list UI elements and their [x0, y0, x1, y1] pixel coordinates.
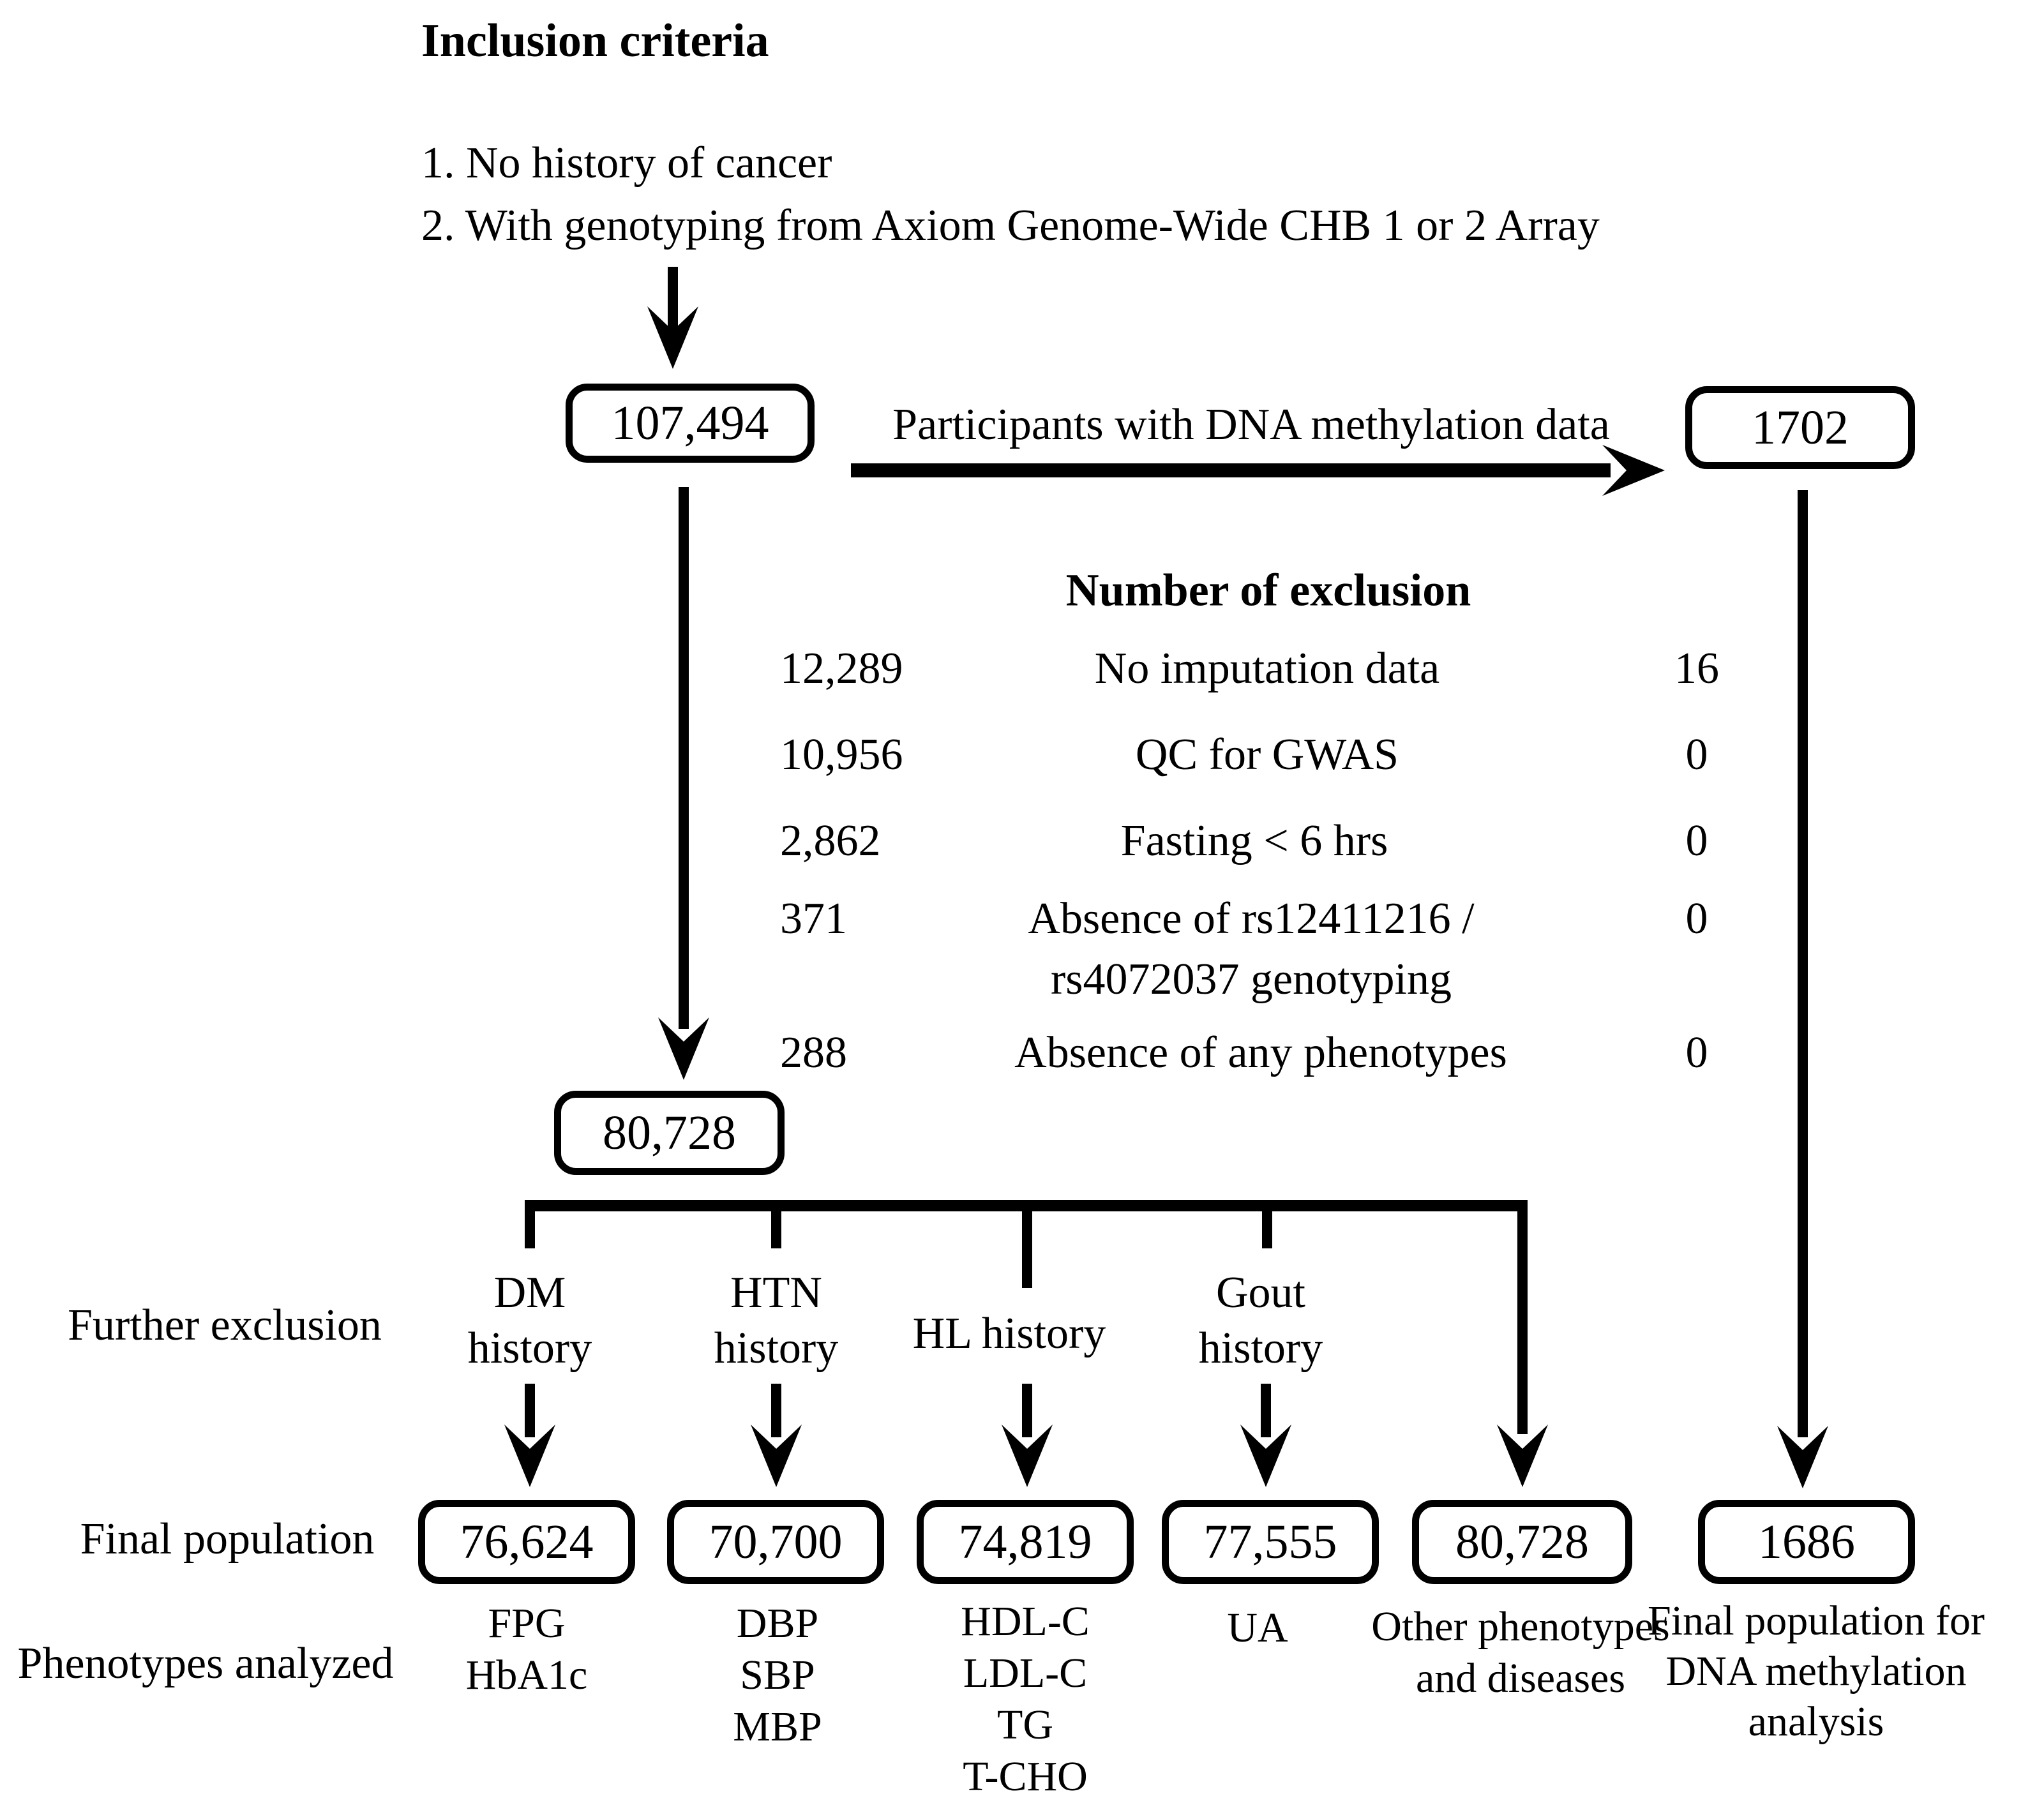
- methylation-down-line: [1798, 490, 1808, 1437]
- exclusion-main-count-2: 10,956: [780, 730, 903, 779]
- branch-stub-htn: [771, 1211, 781, 1248]
- after-exclusion-box: 80,728: [554, 1091, 785, 1175]
- phenotype-hl-4: T-CHO: [963, 1753, 1088, 1800]
- phenotype-list-hl: HDL-C LDL-C TG T-CHO: [961, 1596, 1090, 1802]
- branch-label-dm: DM history: [468, 1265, 592, 1376]
- final-box-methylation: 1686: [1698, 1500, 1915, 1584]
- phenotypes-analyzed-label: Phenotypes analyzed: [17, 1639, 394, 1688]
- branch-label-htn-line1: HTN: [730, 1268, 822, 1317]
- arrow-hl-shaft: [1022, 1384, 1032, 1437]
- exclusion-methylation-count-2: 0: [1685, 730, 1708, 779]
- branch-stub-gout: [1262, 1211, 1272, 1248]
- methylation-final-line2: DNA methylation: [1665, 1648, 1967, 1695]
- phenotype-dm-2: HbA1c: [465, 1652, 588, 1698]
- branch-label-hl: HL history: [912, 1309, 1106, 1358]
- final-box-gout: 77,555: [1162, 1500, 1379, 1584]
- phenotype-list-dm: FPG HbA1c: [466, 1597, 588, 1701]
- final-population-label: Final population: [80, 1515, 375, 1564]
- phenotype-htn-2: SBP: [740, 1652, 815, 1698]
- exclusion-reason-1: No imputation data: [1094, 644, 1440, 693]
- branch-label-dm-line2: history: [467, 1324, 592, 1373]
- arrow-htn-shaft: [771, 1384, 781, 1437]
- inclusion-down-arrow-shaft: [668, 267, 678, 331]
- phenotype-list-other: Other phenotypes and diseases: [1371, 1601, 1669, 1704]
- exclusion-main-count-4: 371: [780, 894, 847, 943]
- arrow-gout-shaft: [1261, 1384, 1271, 1437]
- phenotype-htn-3: MBP: [733, 1703, 822, 1750]
- further-exclusion-label: Further exclusion: [68, 1301, 382, 1350]
- branch-other-arrow-head: [1497, 1425, 1548, 1487]
- methylation-arrow-label: Participants with DNA methylation data: [892, 400, 1610, 449]
- exclusion-reason-4: Absence of rs12411216 /: [1028, 894, 1475, 943]
- initial-count-box: 107,494: [566, 384, 815, 463]
- final-box-hl: 74,819: [917, 1500, 1134, 1584]
- phenotype-other-line2: and diseases: [1415, 1655, 1626, 1702]
- inclusion-item-1: 1. No history of cancer: [421, 138, 832, 188]
- branch-other-down-line: [1517, 1200, 1528, 1434]
- final-box-dm: 76,624: [418, 1500, 635, 1584]
- exclusion-reason-5: Absence of any phenotypes: [1014, 1028, 1507, 1077]
- phenotype-other-line1: Other phenotypes: [1371, 1603, 1670, 1650]
- arrow-htn-head: [751, 1425, 802, 1487]
- arrow-dm-head: [504, 1425, 555, 1487]
- phenotype-hl-3: TG: [997, 1702, 1053, 1748]
- phenotype-hl-2: LDL-C: [963, 1650, 1088, 1696]
- final-box-htn: 70,700: [667, 1500, 884, 1584]
- arrow-dm-shaft: [525, 1384, 535, 1437]
- branch-label-gout-line2: history: [1198, 1324, 1323, 1373]
- branch-label-htn: HTN history: [714, 1265, 838, 1376]
- branch-label-gout: Gout history: [1199, 1265, 1323, 1376]
- methylation-final-line3: analysis: [1748, 1698, 1884, 1745]
- phenotype-htn-1: DBP: [736, 1600, 819, 1647]
- branch-stub-dm: [525, 1211, 535, 1248]
- initial-down-line: [679, 487, 689, 1029]
- branch-label-gout-line1: Gout: [1215, 1268, 1305, 1317]
- final-box-other: 80,728: [1412, 1500, 1632, 1584]
- branch-horizontal-line: [525, 1200, 1528, 1211]
- inclusion-title: Inclusion criteria: [421, 15, 769, 67]
- exclusion-methylation-count-4: 0: [1685, 894, 1708, 943]
- inclusion-down-arrow-head: [647, 306, 698, 369]
- arrow-hl-head: [1002, 1425, 1053, 1487]
- methylation-down-arrow-head: [1777, 1426, 1828, 1488]
- initial-down-arrow-head: [658, 1017, 709, 1080]
- phenotype-gout: UA: [1227, 1605, 1288, 1651]
- exclusion-title: Number of exclusion: [1065, 564, 1471, 616]
- exclusion-main-count-3: 2,862: [780, 816, 881, 865]
- branch-stub-hl: [1022, 1211, 1032, 1288]
- methylation-final-label: Final population for DNA methylation ana…: [1648, 1596, 1985, 1747]
- exclusion-main-count-1: 12,289: [780, 644, 903, 693]
- methylation-count-box: 1702: [1685, 386, 1915, 469]
- exclusion-methylation-count-1: 16: [1674, 644, 1719, 693]
- branch-label-dm-line1: DM: [493, 1268, 566, 1317]
- phenotype-dm-1: FPG: [488, 1600, 566, 1647]
- methylation-right-arrow-shaft: [851, 463, 1611, 477]
- exclusion-main-count-5: 288: [780, 1028, 847, 1077]
- arrow-gout-head: [1240, 1425, 1291, 1487]
- exclusion-methylation-count-5: 0: [1685, 1028, 1708, 1077]
- exclusion-methylation-count-3: 0: [1685, 816, 1708, 865]
- exclusion-reason-3: Fasting < 6 hrs: [1120, 816, 1388, 865]
- phenotype-hl-1: HDL-C: [961, 1598, 1090, 1645]
- phenotype-list-htn: DBP SBP MBP: [733, 1597, 822, 1753]
- inclusion-item-2: 2. With genotyping from Axiom Genome-Wid…: [421, 201, 1600, 250]
- exclusion-reason-4-line2: rs4072037 genotyping: [1050, 955, 1452, 1004]
- exclusion-reason-2: QC for GWAS: [1135, 730, 1399, 779]
- branch-label-htn-line2: history: [714, 1324, 839, 1373]
- methylation-right-arrow-head: [1602, 445, 1665, 496]
- methylation-final-line1: Final population for: [1648, 1597, 1985, 1644]
